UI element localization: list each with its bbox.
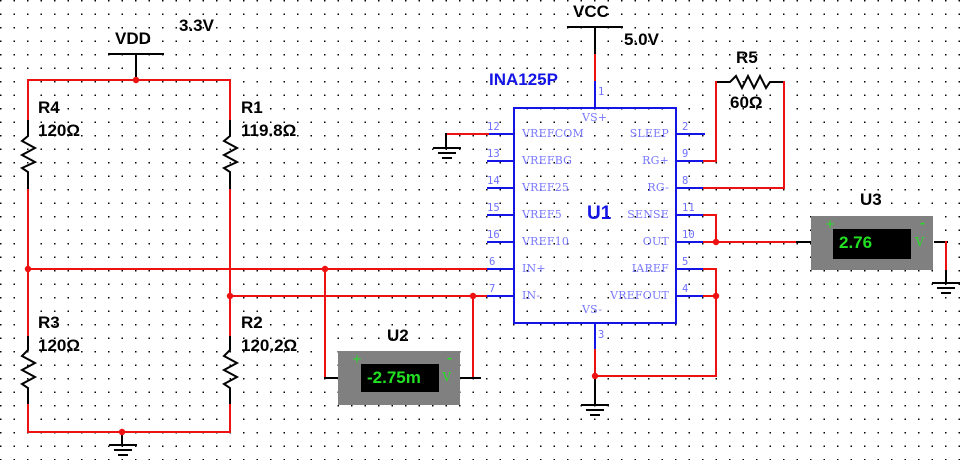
r4-value: 120Ω: [38, 121, 80, 140]
u3-plus-terminal: +: [825, 217, 836, 231]
pin-number: 9: [682, 148, 689, 160]
r3-ref: R3: [38, 313, 60, 332]
u3-ref: U3: [860, 190, 882, 209]
bridge-bottom-wire[interactable]: [27, 404, 231, 433]
pin-number: 11: [682, 202, 695, 214]
pin-name: VREF5: [522, 208, 562, 221]
pin-name: VS-: [582, 303, 603, 316]
r5-value: 60Ω: [730, 93, 763, 112]
pin-number: 2: [682, 121, 689, 133]
u2-minus-terminal: -: [447, 351, 452, 365]
r3-value: 120Ω: [38, 336, 80, 355]
ic-part-name: INA125P: [489, 70, 558, 89]
pin-name: SENSE: [627, 208, 669, 221]
r5-ref: R5: [736, 48, 758, 67]
pin-number: 14: [487, 175, 500, 187]
pin-name: VREFBG: [522, 154, 573, 167]
u2-plus-lead[interactable]: [324, 268, 339, 379]
pin-number: 7: [489, 283, 496, 295]
pin-name: IN+: [522, 262, 546, 275]
bridge-top-wire[interactable]: [27, 79, 231, 122]
pin-name: VREFOUT: [610, 289, 669, 302]
pin-number: 6: [489, 256, 496, 268]
pin-name: VREF25: [522, 181, 570, 194]
u2-voltmeter[interactable]: + - -2.75m V: [338, 351, 460, 405]
pin-name: VREF10: [522, 235, 570, 248]
pin-name: IAREF: [631, 262, 669, 275]
iaref-wire[interactable]: [594, 268, 717, 377]
vcc-value: 5.0V: [624, 30, 659, 49]
pin-number: 4: [682, 283, 689, 295]
ic-ground-icon: [581, 404, 609, 416]
r1-resistor-symbol[interactable]: [221, 120, 240, 191]
junctions: [24, 76, 720, 436]
vcc-label: VCC: [573, 2, 609, 21]
pin-number: 8: [682, 175, 689, 187]
pin-number: 12: [487, 121, 500, 133]
pin-name: RG+: [642, 154, 669, 167]
u2-reading: -2.75m: [361, 364, 439, 392]
rg-minus-wire[interactable]: [703, 81, 785, 189]
pin-number: 13: [487, 148, 500, 160]
r2-ref: R2: [241, 313, 263, 332]
u3-voltmeter[interactable]: + - 2.76 V: [811, 216, 933, 270]
pin-name: SLEEP: [629, 127, 669, 140]
pin-number: 3: [598, 329, 605, 341]
u3-ground-icon: [932, 282, 960, 294]
pin-name: RG-: [647, 181, 669, 194]
pin-name: OUT: [642, 235, 669, 248]
r1-ref: R1: [241, 98, 263, 117]
pin-number: 1: [598, 86, 605, 98]
r4-resistor-symbol[interactable]: [19, 120, 38, 191]
r1-value: 119.8Ω: [241, 121, 297, 140]
pin-name: IN-: [522, 289, 541, 302]
u3-unit: V: [915, 235, 924, 249]
pin-number: 10: [682, 229, 695, 241]
r2-value: 120.2Ω: [241, 336, 298, 355]
pin-name: VREFCOM: [522, 127, 584, 140]
u3-reading: 2.76: [833, 229, 911, 259]
bridge-ground-icon: [109, 444, 137, 456]
u2-ref: U2: [387, 326, 409, 345]
r4-ref: R4: [38, 98, 60, 117]
pin-number: 16: [487, 229, 500, 241]
u2-plus-terminal: +: [352, 352, 363, 366]
pin-number: 15: [487, 202, 500, 214]
r3-resistor-symbol[interactable]: [19, 336, 38, 406]
rg-plus-wire[interactable]: [703, 81, 717, 162]
sense-wire[interactable]: [703, 214, 717, 243]
u3-minus-terminal: -: [920, 216, 925, 230]
r5-resistor-symbol[interactable]: [715, 73, 785, 91]
vdd-label: VDD: [115, 29, 151, 48]
r2-resistor-symbol[interactable]: [221, 336, 240, 406]
ic-ref: U1: [587, 203, 612, 224]
u2-unit: V: [442, 370, 451, 384]
vdd-value: 3.3V: [179, 16, 214, 35]
pin-name: VS+: [582, 111, 608, 124]
pin-number: 5: [682, 256, 689, 268]
vrefcom-ground-icon: [433, 147, 461, 159]
